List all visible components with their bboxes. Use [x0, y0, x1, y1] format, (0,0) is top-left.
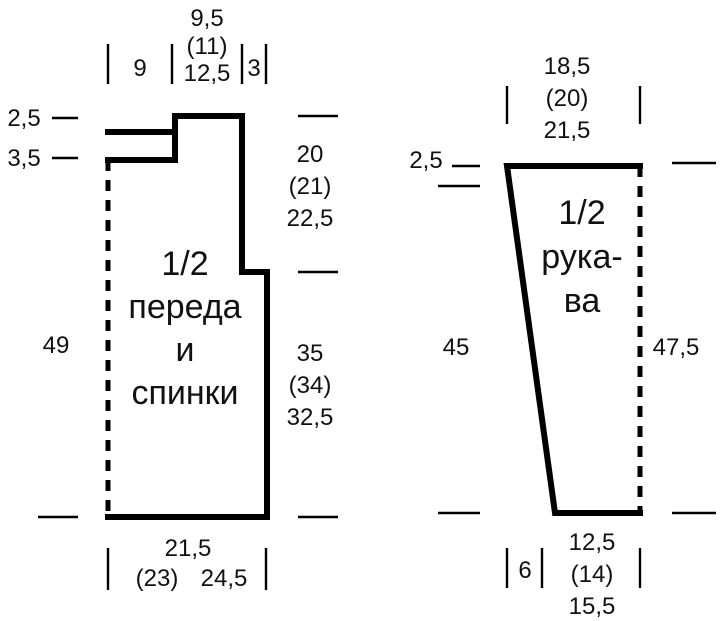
body-top-mid-label-1: 9,5 — [190, 5, 223, 32]
sleeve-bottom-label-2: (14) — [571, 561, 614, 588]
sleeve-top-label-2: (20) — [546, 85, 589, 112]
body-top-mid-label-3: 12,5 — [184, 60, 231, 87]
body-piece: 9 9,5 (11) 12,5 3 2,5 3,5 49 20 (21) 22,… — [7, 5, 338, 592]
body-bottom-label-3: 24,5 — [201, 565, 248, 592]
body-right-bottom-label-2: (34) — [289, 372, 332, 399]
body-top-left-label: 9 — [133, 55, 146, 82]
sleeve-bottom-label-3: 15,5 — [569, 593, 616, 620]
body-neck-lower-step — [105, 129, 178, 163]
body-bottom-label-2: (23) — [136, 565, 179, 592]
sleeve-top-label-1: 18,5 — [544, 53, 591, 80]
body-right-top-label-2: (21) — [289, 173, 332, 200]
body-left-height-label: 49 — [43, 332, 70, 359]
body-left-mark-label-1: 2,5 — [7, 105, 40, 132]
body-title-line-1: 1/2 — [161, 245, 208, 283]
sleeve-left-mark-label: 2,5 — [409, 147, 442, 174]
sleeve-bottom-left-label: 6 — [518, 557, 531, 584]
sleeve-title-line-3: ва — [564, 282, 601, 320]
body-outline — [105, 113, 270, 520]
sleeve-top-label-3: 21,5 — [544, 117, 591, 144]
body-title-line-3: и — [176, 331, 195, 369]
body-right-bottom-label-1: 35 — [297, 340, 324, 367]
body-right-bottom-label-3: 32,5 — [287, 404, 334, 431]
body-top-right-label: 3 — [247, 55, 260, 82]
body-left-mark-label-2: 3,5 — [7, 145, 40, 172]
body-top-mid-label-2: (11) — [187, 33, 228, 60]
sleeve-title-line-2: рука- — [541, 238, 622, 276]
sleeve-title-line-1: 1/2 — [558, 194, 605, 232]
sleeve-outline — [503, 163, 643, 516]
body-right-top-label-3: 22,5 — [287, 205, 334, 232]
sleeve-right-height-label: 47,5 — [653, 334, 700, 361]
sleeve-left-height-label: 45 — [443, 334, 470, 361]
body-title-line-4: спинки — [131, 374, 238, 412]
body-title-line-2: переда — [128, 288, 241, 326]
body-right-top-label-1: 20 — [297, 141, 324, 168]
sleeve-piece: 18,5 (20) 21,5 2,5 45 47,5 6 12,5 (14) 1… — [409, 53, 716, 620]
body-bottom-label-1: 21,5 — [165, 535, 212, 562]
sleeve-bottom-label-1: 12,5 — [569, 529, 616, 556]
